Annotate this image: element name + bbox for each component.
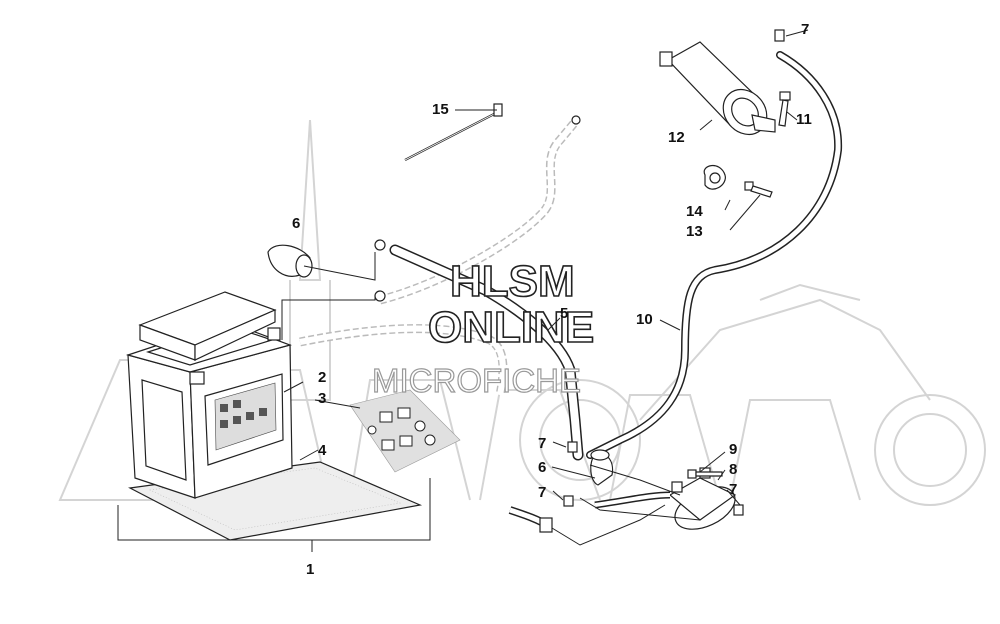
callout-6-upper: 6 bbox=[292, 215, 300, 232]
callout-5: 5 bbox=[560, 305, 568, 322]
nut-lower bbox=[563, 495, 574, 507]
starter-motor bbox=[659, 41, 776, 136]
callouts: 1 2 3 4 5 6 6 7 7 7 7 8 9 10 11 12 13 14… bbox=[292, 21, 812, 578]
watermark-line-2: ONLINE bbox=[428, 303, 594, 352]
callout-7-upper: 7 bbox=[538, 435, 546, 452]
nut-upper bbox=[567, 441, 578, 453]
callout-11: 11 bbox=[796, 111, 812, 128]
positive-battery-cable bbox=[374, 239, 584, 461]
callout-4: 4 bbox=[318, 442, 327, 459]
nut-right bbox=[733, 504, 744, 516]
callout-10: 10 bbox=[636, 311, 653, 328]
callout-8: 8 bbox=[729, 461, 737, 478]
watermark-line-3: MICROFICHE bbox=[372, 362, 581, 399]
starter-solenoid bbox=[668, 467, 737, 530]
callout-3: 3 bbox=[318, 390, 326, 407]
starter-cable bbox=[586, 51, 843, 459]
leader-lines bbox=[283, 29, 809, 506]
watermark-line-1: HLSM bbox=[450, 257, 575, 306]
callout-13: 13 bbox=[686, 223, 703, 240]
moto-watermark-icon bbox=[58, 119, 986, 506]
negative-cable bbox=[299, 115, 581, 396]
callout-7-top: 7 bbox=[801, 21, 809, 38]
nut-top bbox=[774, 29, 785, 42]
battery bbox=[125, 291, 293, 499]
terminal-boot-upper bbox=[267, 244, 313, 278]
assembly-bracket bbox=[117, 478, 431, 552]
callout-6-lower: 6 bbox=[538, 459, 546, 476]
callout-2: 2 bbox=[318, 369, 326, 386]
callout-1: 1 bbox=[306, 561, 314, 578]
terminal-boot-lower bbox=[590, 449, 614, 486]
terminal-hardware-kit bbox=[349, 389, 461, 473]
callout-7-lower: 7 bbox=[538, 484, 546, 501]
starter-bolt bbox=[778, 91, 791, 127]
cable-tie bbox=[404, 103, 503, 161]
callout-15: 15 bbox=[432, 101, 449, 118]
callout-9: 9 bbox=[729, 441, 737, 458]
solenoid-bolt bbox=[687, 469, 723, 479]
callout-14: 14 bbox=[686, 203, 703, 220]
callout-12: 12 bbox=[668, 129, 685, 146]
callout-7-right: 7 bbox=[729, 481, 737, 498]
cable-clamp bbox=[703, 165, 773, 198]
ground-cable bbox=[508, 464, 701, 546]
